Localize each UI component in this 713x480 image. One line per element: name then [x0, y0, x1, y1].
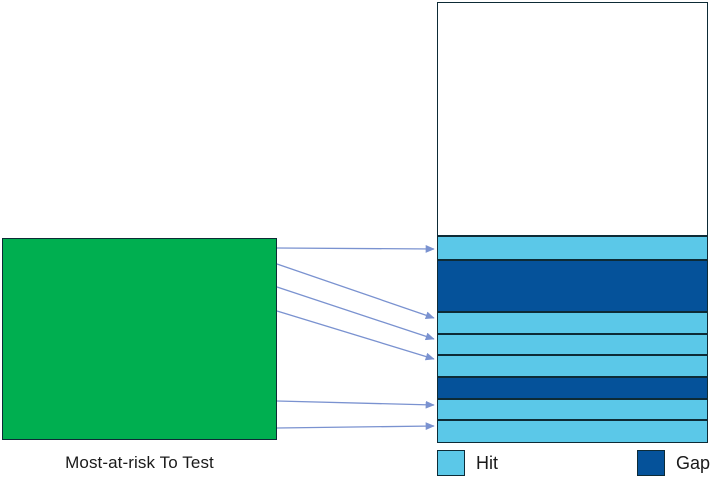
connector-arrow-2	[276, 286, 435, 341]
legend-label-hit: Hit	[476, 453, 498, 473]
band-hit-2[interactable]	[437, 312, 708, 334]
band-hit-0[interactable]	[437, 236, 708, 260]
connector-arrow-0	[276, 245, 435, 253]
connector-arrow-1	[276, 263, 435, 319]
band-hit-6[interactable]	[437, 399, 708, 420]
empty-coverage-panel[interactable]	[437, 2, 708, 236]
connector-arrow-4	[276, 400, 435, 409]
legend: Hit Gap	[437, 450, 710, 480]
band-gap-1[interactable]	[437, 260, 708, 312]
legend-item-gap[interactable]: Gap	[637, 450, 710, 476]
legend-swatch-hit-icon	[437, 450, 465, 476]
source-block-caption: Most-at-risk To Test	[65, 453, 214, 472]
connector-arrow-5	[276, 422, 435, 431]
legend-item-hit[interactable]: Hit	[437, 450, 498, 476]
band-hit-4[interactable]	[437, 355, 708, 377]
band-hit-7[interactable]	[437, 420, 708, 443]
band-gap-5[interactable]	[437, 377, 708, 399]
legend-swatch-gap-icon	[637, 450, 665, 476]
source-block-most-at-risk[interactable]	[2, 238, 277, 440]
target-column	[437, 2, 708, 443]
legend-label-gap: Gap	[676, 453, 711, 473]
connector-arrow-3	[276, 310, 435, 361]
band-hit-3[interactable]	[437, 334, 708, 355]
